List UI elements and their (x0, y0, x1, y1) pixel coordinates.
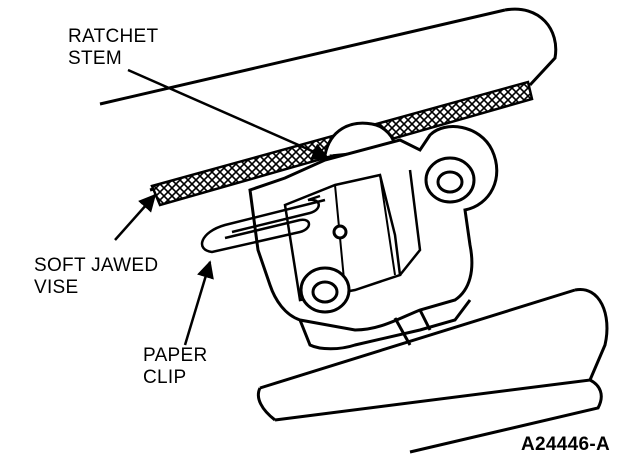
paper-clip-label: PAPER CLIP (143, 345, 208, 389)
soft-jawed-vise-label-line2: VISE (34, 277, 79, 298)
ratchet-stem-label-line1: RATCHET (68, 26, 159, 47)
paper-clip (200, 194, 326, 254)
leader-lines (114, 68, 330, 346)
mounting-holes (299, 156, 476, 314)
ratchet-stem-label: RATCHET STEM (68, 26, 158, 70)
soft-jawed-vise-label-line1: SOFT JAWED (34, 255, 159, 276)
paper-clip-label-line2: CLIP (143, 367, 187, 388)
figure-id: A24446-A (521, 434, 611, 455)
paper-clip-label-line1: PAPER (143, 345, 208, 366)
ratchet-stem-label-line2: STEM (68, 48, 122, 69)
soft-jawed-vise-label: SOFT JAWED VISE (34, 255, 158, 299)
lower-vise-jaw (256, 288, 609, 454)
